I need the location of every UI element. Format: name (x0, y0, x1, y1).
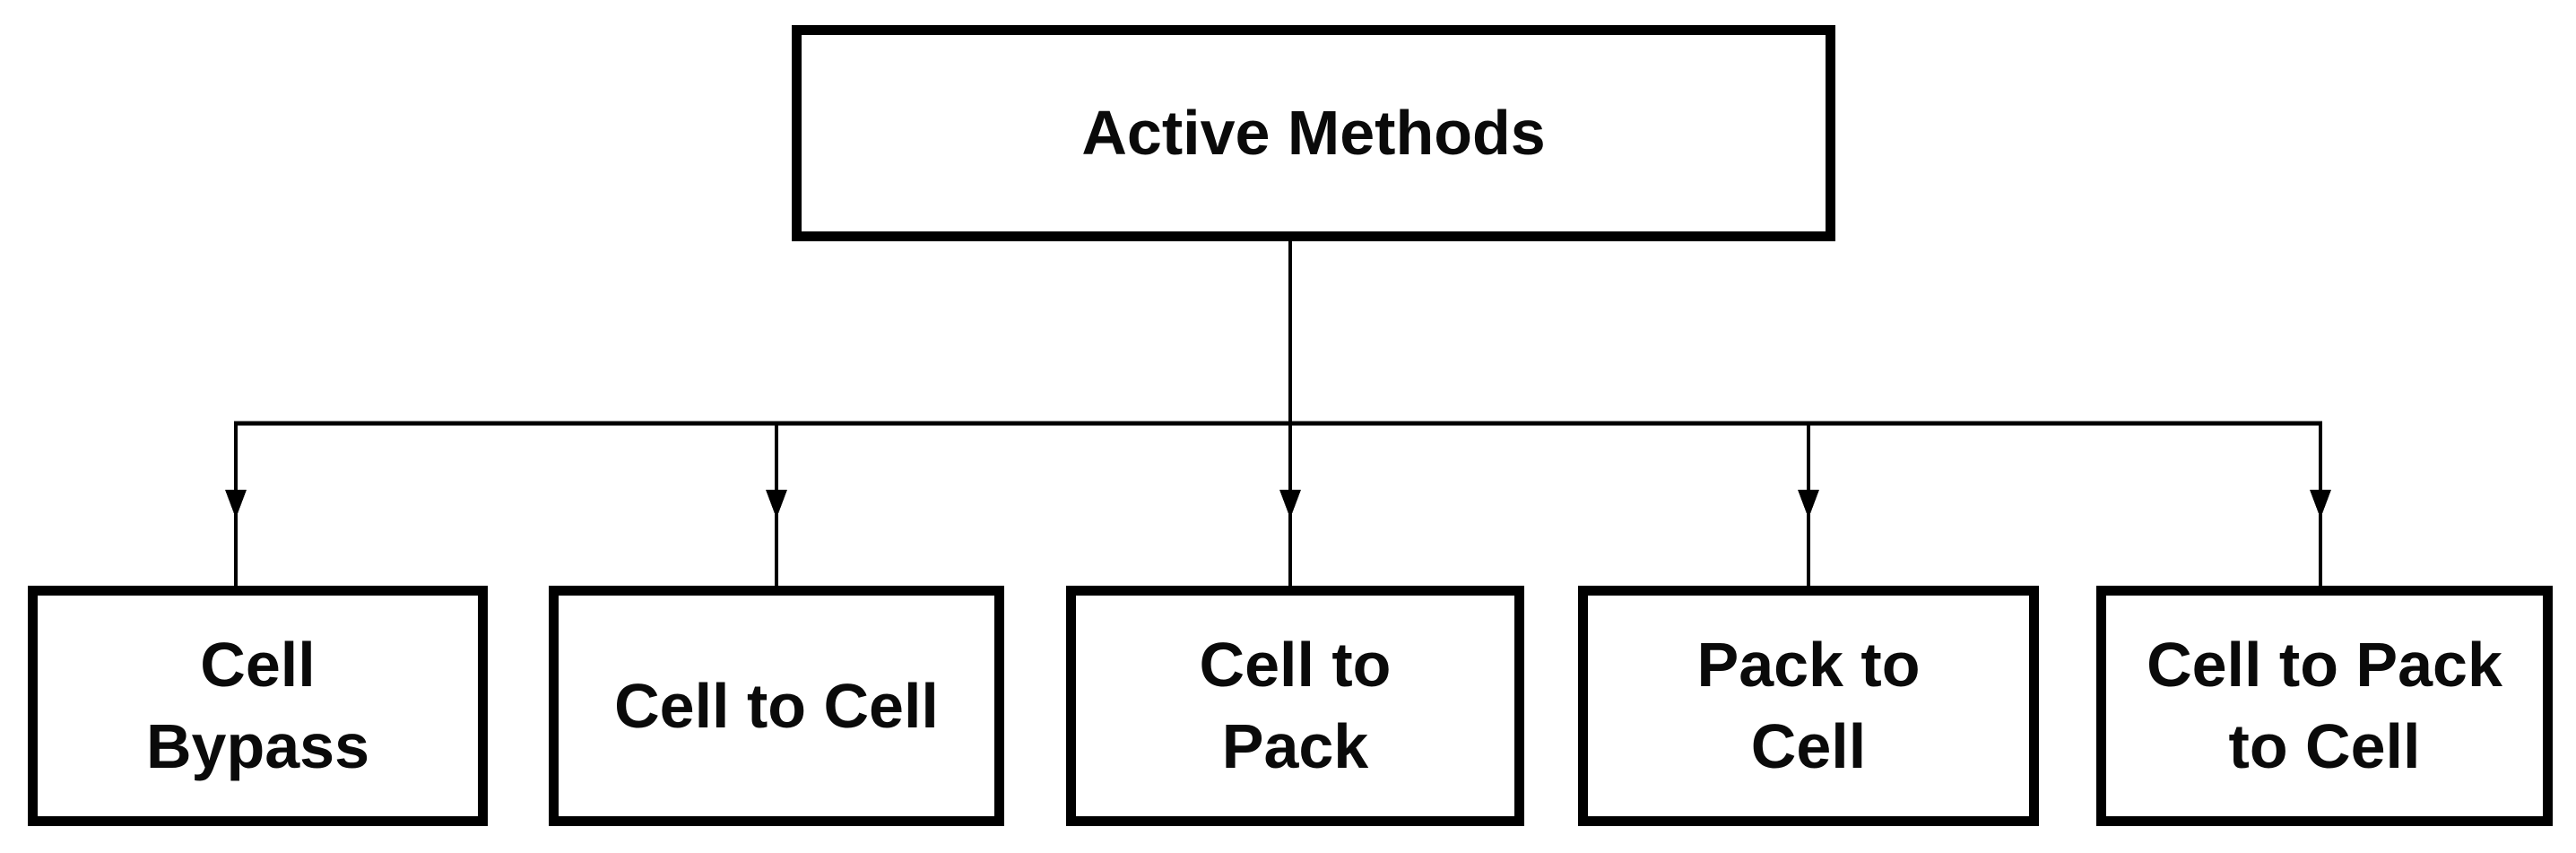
node-pack-to-cell: Pack to Cell (1578, 586, 2039, 826)
node-cell-to-pack: Cell to Pack (1066, 586, 1524, 826)
arrowhead-down-icon (225, 490, 247, 518)
arrowhead-down-icon (766, 490, 787, 518)
arrowhead-down-icon (2310, 490, 2331, 518)
node-cell-bypass: Cell Bypass (28, 586, 488, 826)
arrowhead-down-icon (1798, 490, 1819, 518)
node-cell-to-cell: Cell to Cell (549, 586, 1004, 826)
node-cell-to-pack-to-cell: Cell to Pack to Cell (2096, 586, 2553, 826)
node-active-methods: Active Methods (792, 25, 1835, 241)
arrowhead-down-icon (1279, 490, 1301, 518)
